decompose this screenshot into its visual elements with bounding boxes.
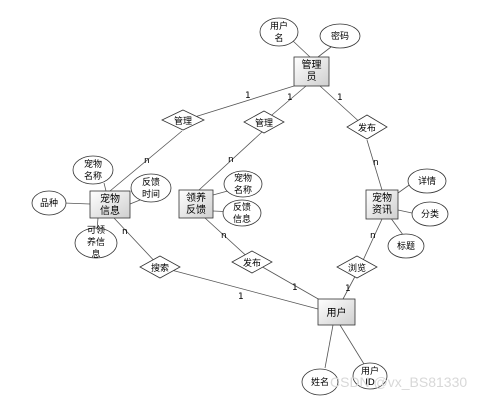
entity-pet-info: 宠物 信息: [89, 190, 131, 219]
attribute-user-id-line2: ID: [365, 378, 375, 388]
attribute-pet-name: 宠物 名称: [72, 155, 114, 185]
cardinality-pet-search-many: n: [122, 227, 128, 237]
cardinality-admin-news-one: 1: [337, 93, 343, 103]
attribute-feedback-time: 反馈 时间: [130, 173, 172, 203]
attribute-news-detail: 详情: [407, 168, 447, 194]
attribute-feedback-info-line1: 反馈: [233, 201, 251, 213]
attribute-feedback-pet-name: 宠物 名称: [223, 170, 263, 198]
relationship-user-browse-news: 浏览: [336, 255, 378, 279]
attribute-admin-username-line2: 名: [274, 32, 283, 44]
entity-admin-line1: 管理: [302, 58, 322, 71]
attribute-admin-password: 密码: [319, 23, 361, 49]
entity-pet-info-line1: 宠物: [100, 192, 120, 205]
cardinality-admin-pet-many: n: [144, 156, 150, 166]
cardinality-news-browse-many: n: [370, 231, 376, 241]
attribute-news-title-label: 标题: [397, 240, 415, 252]
relationship-admin-publish-news: 发布: [346, 114, 388, 140]
entity-user: 用户: [317, 298, 356, 326]
attribute-admin-password-label: 密码: [331, 30, 349, 42]
entity-user-label: 用户: [327, 306, 347, 319]
entity-pet-news: 宠物 资讯: [365, 189, 399, 220]
relationship-user-publish-feedback: 发布: [231, 250, 273, 274]
entity-pet-news-line2: 资讯: [372, 204, 392, 216]
relationship-admin-manage-feedback: 管理: [243, 110, 285, 134]
relationship-admin-manage-pet: 管理: [161, 109, 205, 131]
attribute-user-name: 姓名: [301, 368, 339, 396]
attribute-pet-adoptable-line2: 养信: [87, 236, 105, 248]
cardinality-admin-feedback-one: 1: [287, 93, 293, 103]
attribute-pet-breed-label: 品种: [40, 197, 58, 209]
attribute-news-category: 分类: [411, 201, 449, 227]
attribute-feedback-info-line2: 信息: [233, 213, 251, 225]
relationship-admin-manage-pet-label: 管理: [174, 115, 192, 127]
attribute-feedback-pet-name-line2: 名称: [234, 184, 252, 196]
attribute-pet-adoptable-line1: 可领: [87, 224, 105, 236]
entity-admin-line2: 员: [307, 71, 317, 83]
cardinality-admin-feedback-many: n: [228, 155, 234, 165]
relationship-user-search-pet: 搜索: [139, 255, 181, 279]
entity-pet-info-line2: 信息: [100, 204, 120, 217]
attribute-feedback-info: 反馈 信息: [222, 199, 262, 227]
relationship-admin-manage-feedback-label: 管理: [255, 117, 273, 129]
entity-pet-news-line1: 宠物: [372, 191, 392, 204]
attribute-user-id: 用户 ID: [352, 362, 388, 390]
relationship-user-search-pet-label: 搜索: [151, 262, 169, 274]
cardinality-search-user-one: 1: [238, 292, 244, 302]
relationship-user-browse-news-label: 浏览: [348, 262, 366, 274]
attribute-feedback-time-line2: 时间: [142, 188, 160, 200]
attribute-pet-breed: 品种: [31, 190, 67, 216]
attribute-pet-name-line1: 宠物: [84, 158, 102, 170]
cardinality-admin-news-many: n: [373, 158, 379, 168]
attribute-user-name-label: 姓名: [311, 376, 329, 388]
attribute-news-title: 标题: [387, 233, 425, 259]
cardinality-publish-user-one: 1: [292, 283, 298, 293]
attribute-pet-name-line2: 名称: [84, 170, 102, 182]
entity-admin: 管理 员: [293, 56, 330, 87]
entity-adoption-feedback-line1: 领养: [186, 191, 206, 204]
entity-adoption-feedback: 领养 反馈: [178, 189, 214, 219]
attribute-news-detail-label: 详情: [418, 175, 436, 187]
entity-adoption-feedback-line2: 反馈: [186, 203, 206, 216]
attribute-feedback-pet-name-line1: 宠物: [234, 172, 252, 184]
attribute-pet-adoptable-line3: 息: [91, 248, 100, 260]
watermark-text: CSDN @vx_BS81330: [330, 374, 468, 390]
attribute-admin-username-line1: 用户: [270, 20, 288, 32]
cardinality-browse-user-one: 1: [345, 284, 351, 294]
attribute-feedback-time-line1: 反馈: [142, 176, 160, 188]
attribute-user-id-line1: 用户: [361, 365, 379, 377]
attribute-pet-adoptable: 可领 养信 息: [74, 224, 118, 260]
cardinality-admin-pet-one: 1: [245, 91, 251, 101]
attribute-admin-username: 用户 名: [259, 17, 299, 47]
relationship-admin-publish-news-label: 发布: [358, 122, 376, 134]
attribute-news-category-label: 分类: [421, 208, 439, 220]
relationship-user-publish-feedback-label: 发布: [243, 257, 261, 269]
cardinality-feedback-publish-many: n: [221, 231, 227, 241]
